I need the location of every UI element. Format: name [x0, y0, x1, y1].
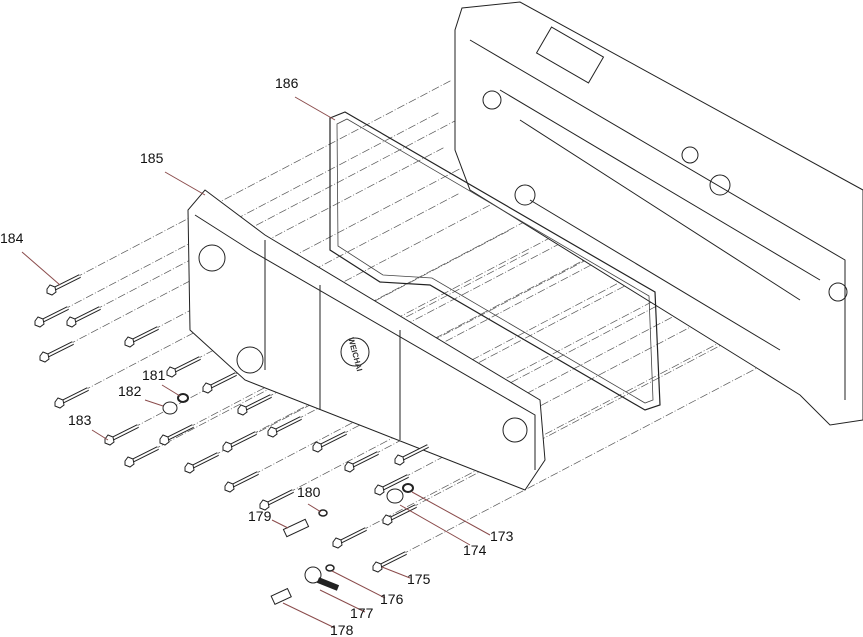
- bolt: [259, 489, 294, 511]
- leader-line-174: [399, 504, 471, 546]
- leader-line-185: [164, 171, 206, 196]
- bolt: [39, 341, 74, 363]
- leader-line-183: [91, 429, 109, 441]
- bolt: [374, 474, 409, 496]
- callout-177: 177: [350, 605, 374, 621]
- leader-line-178: [282, 602, 336, 629]
- engine-block: [454, 1, 863, 426]
- part-177-banjo-fitting: [304, 566, 340, 591]
- bolt: [46, 274, 81, 296]
- center-line: [387, 309, 789, 521]
- bolts: [34, 274, 429, 573]
- part-182-plug: [162, 401, 178, 415]
- leader-line-173: [411, 491, 491, 536]
- part-173-seal-ring: [402, 483, 414, 493]
- bolt: [104, 424, 139, 446]
- bolt: [382, 504, 417, 526]
- bolt: [332, 527, 367, 549]
- part-178-banjo-bolt: [270, 587, 292, 605]
- callout-186: 186: [275, 75, 299, 91]
- bolt: [224, 471, 259, 493]
- callout-185: 185: [140, 150, 164, 166]
- part-176-washer: [325, 564, 335, 572]
- leader-line-182: [144, 399, 164, 407]
- bolt: [34, 306, 69, 328]
- bolt: [237, 394, 272, 416]
- center-line: [377, 356, 779, 568]
- part-174-plug: [386, 488, 404, 504]
- weichai-logo: [340, 337, 370, 367]
- bolt: [184, 452, 219, 474]
- leader-line-184: [21, 251, 61, 286]
- callout-180: 180: [297, 484, 321, 500]
- leader-line-177: [319, 589, 366, 613]
- callout-184: 184: [0, 230, 24, 246]
- leader-line-186: [294, 96, 336, 121]
- gasket-186: [329, 111, 661, 411]
- cover-185: WEICHAI: [187, 189, 546, 491]
- bolt: [372, 551, 407, 573]
- bolt: [66, 306, 101, 328]
- callout-179: 179: [248, 508, 272, 524]
- bolt: [344, 451, 379, 473]
- bolt: [202, 372, 237, 394]
- bolt: [54, 387, 89, 409]
- center-line: [71, 111, 473, 323]
- callout-181: 181: [142, 367, 166, 383]
- bolt: [166, 356, 201, 378]
- callout-176: 176: [380, 591, 404, 607]
- leader-line-180: [307, 503, 322, 513]
- bolt: [124, 446, 159, 468]
- leader-line-179: [271, 519, 289, 529]
- center-line: [51, 79, 453, 291]
- part-180-washer: [318, 509, 328, 517]
- part-179-stud: [282, 518, 310, 538]
- bolt: [124, 326, 159, 348]
- bolt: [312, 431, 347, 453]
- callout-178: 178: [330, 622, 354, 637]
- bolt: [394, 444, 429, 466]
- callout-183: 183: [68, 412, 92, 428]
- part-181-seal-ring: [177, 393, 189, 403]
- callout-173: 173: [490, 528, 514, 544]
- bolt: [267, 416, 302, 438]
- leader-line-176: [331, 570, 386, 599]
- callout-175: 175: [407, 571, 431, 587]
- callout-182: 182: [118, 383, 142, 399]
- bolt: [159, 424, 194, 446]
- leader-line-181: [161, 384, 181, 397]
- leader-lines: [21, 96, 491, 629]
- callout-174: 174: [463, 542, 487, 558]
- leader-line-175: [381, 566, 411, 579]
- bolt: [222, 431, 257, 453]
